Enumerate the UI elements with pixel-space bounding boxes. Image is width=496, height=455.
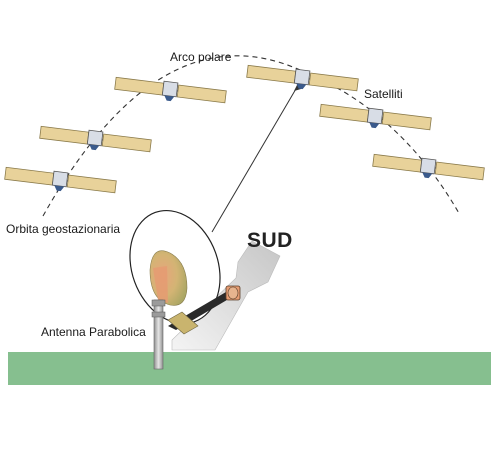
pointing-line <box>211 81 301 233</box>
satellite-icon <box>114 76 227 104</box>
satellite-icon <box>39 125 152 153</box>
satellite-icon <box>4 166 117 194</box>
satellite-icon <box>246 64 359 92</box>
label-orbita: Orbita geostazionaria <box>6 222 121 236</box>
label-sud: SUD <box>247 229 293 252</box>
satellite-icon <box>319 103 432 131</box>
label-arco-polare: Arco polare <box>170 50 232 64</box>
label-satelliti: Satelliti <box>364 87 403 101</box>
label-antenna: Antenna Parabolica <box>41 325 146 339</box>
dish-antenna-icon <box>129 209 241 370</box>
satellite-icon <box>372 153 485 181</box>
antenna-mast <box>153 299 164 370</box>
ground <box>8 352 491 385</box>
